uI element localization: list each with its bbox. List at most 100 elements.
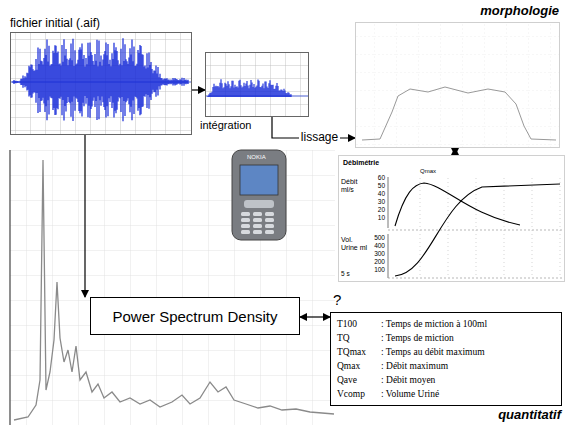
wave-stroke bbox=[175, 79, 176, 85]
wave-stroke bbox=[81, 44, 82, 117]
wave-stroke bbox=[208, 94, 209, 97]
tick-label: 300 bbox=[368, 250, 385, 257]
wave-stroke bbox=[167, 80, 168, 84]
wave-stroke bbox=[140, 46, 141, 114]
wave-stroke bbox=[163, 79, 164, 85]
wave-stroke bbox=[279, 91, 280, 97]
wave-stroke bbox=[266, 87, 267, 97]
scale-label: 5 s bbox=[341, 270, 350, 277]
wave-stroke bbox=[183, 78, 184, 86]
wave-stroke bbox=[96, 40, 97, 120]
wave-stroke bbox=[41, 61, 42, 100]
wave-stroke bbox=[111, 53, 112, 108]
spectrum-grid bbox=[10, 150, 335, 425]
plot-grid bbox=[355, 22, 560, 148]
tick-label: 40 bbox=[370, 190, 385, 197]
tick-label: 20 bbox=[370, 206, 385, 213]
wave-stroke bbox=[268, 83, 269, 97]
wave-stroke bbox=[17, 81, 18, 83]
wave-stroke bbox=[164, 79, 165, 86]
wave-stroke bbox=[254, 88, 255, 97]
abbreviation-cell: Qave bbox=[337, 373, 381, 387]
wave-stroke bbox=[169, 80, 170, 83]
wave-stroke bbox=[157, 67, 158, 95]
wave-stroke bbox=[262, 83, 263, 97]
figure-panel: intégration bbox=[205, 52, 309, 117]
definition-cell: : Débit moyen bbox=[381, 373, 555, 387]
wave-stroke bbox=[30, 65, 31, 98]
wave-stroke bbox=[143, 66, 144, 96]
wave-stroke bbox=[176, 79, 177, 84]
wave-stroke bbox=[218, 87, 219, 97]
wave-stroke bbox=[272, 85, 273, 97]
wave-stroke bbox=[234, 85, 235, 97]
wave-stroke bbox=[276, 83, 277, 97]
wave-stroke bbox=[35, 59, 36, 103]
wave-stroke bbox=[55, 46, 56, 115]
wave-stroke bbox=[207, 96, 208, 97]
wave-stroke bbox=[24, 76, 25, 87]
wave-stroke bbox=[221, 83, 222, 97]
wave-stroke bbox=[271, 85, 272, 97]
wave-stroke bbox=[66, 59, 67, 103]
wave-stroke bbox=[267, 88, 268, 97]
wave-stroke bbox=[253, 84, 254, 97]
wave-stroke bbox=[72, 39, 73, 121]
wave-stroke bbox=[245, 83, 246, 97]
wave-stroke bbox=[165, 79, 166, 85]
wave-stroke bbox=[90, 52, 91, 109]
wave-stroke bbox=[239, 80, 240, 97]
phone-key bbox=[265, 230, 274, 234]
wave-stroke bbox=[92, 61, 93, 101]
wave-stroke bbox=[160, 78, 161, 85]
waveform-grid bbox=[10, 32, 192, 135]
wave-stroke bbox=[61, 45, 62, 115]
wave-stroke bbox=[211, 92, 212, 97]
wave-stroke bbox=[258, 81, 259, 97]
chart-title: Débimétrie bbox=[343, 159, 379, 166]
wave-stroke bbox=[87, 43, 88, 118]
panel-heading: intégration bbox=[200, 119, 251, 131]
tick-label: 400 bbox=[368, 242, 385, 249]
process-box: Power Spectrum Density bbox=[90, 297, 300, 335]
wave-stroke bbox=[105, 42, 106, 117]
definition-cell: : Temps de miction bbox=[381, 331, 555, 345]
definition-cell: : Temps au débit maximum bbox=[381, 345, 555, 359]
abbreviation-cell: TQmax bbox=[337, 345, 381, 359]
wave-stroke bbox=[282, 91, 283, 97]
wave-stroke bbox=[83, 55, 84, 106]
wave-stroke bbox=[126, 61, 127, 101]
wave-stroke bbox=[174, 78, 175, 86]
phone-key bbox=[265, 224, 274, 228]
wave-stroke bbox=[243, 83, 244, 97]
wave-stroke bbox=[70, 44, 71, 117]
wave-stroke bbox=[16, 81, 17, 83]
wave-stroke bbox=[131, 40, 132, 121]
wave-stroke bbox=[219, 83, 220, 97]
wave-stroke bbox=[283, 89, 284, 97]
panel-heading: quantitatif bbox=[498, 407, 561, 422]
wave-stroke bbox=[227, 81, 228, 97]
wave-stroke bbox=[251, 83, 252, 97]
wave-stroke bbox=[107, 44, 108, 116]
abbreviation-cell: T100 bbox=[337, 317, 381, 331]
wave-stroke bbox=[260, 87, 261, 97]
wave-stroke bbox=[151, 69, 152, 94]
wave-stroke bbox=[230, 86, 231, 97]
wave-stroke bbox=[225, 84, 226, 97]
panel-heading: morphologie bbox=[480, 3, 559, 18]
wave-stroke bbox=[179, 79, 180, 84]
wave-stroke bbox=[37, 48, 38, 113]
wave-stroke bbox=[54, 45, 55, 115]
wave-stroke bbox=[79, 47, 80, 113]
wave-stroke bbox=[166, 78, 167, 85]
wave-stroke bbox=[236, 86, 237, 97]
wave-stroke bbox=[177, 80, 178, 84]
wave-stroke bbox=[57, 52, 58, 110]
wave-stroke bbox=[220, 79, 221, 97]
wave-stroke bbox=[238, 81, 239, 97]
wave-stroke bbox=[286, 93, 287, 97]
wave-stroke bbox=[44, 49, 45, 112]
table-grid: T100: Temps de miction à 100mlTQ: Temps … bbox=[331, 313, 561, 405]
